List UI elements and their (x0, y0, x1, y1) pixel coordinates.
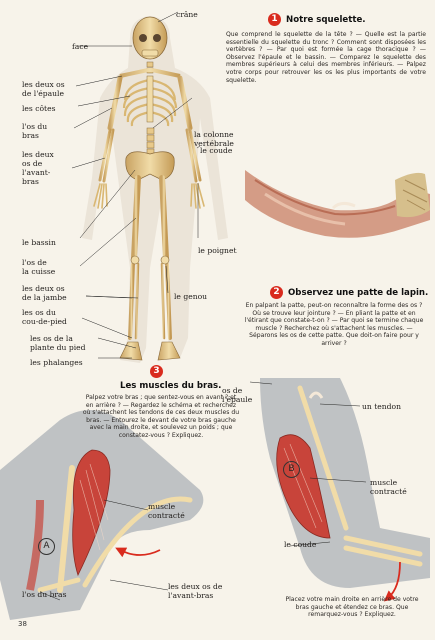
arm-a-illustration (0, 410, 204, 620)
label-coude: le coude (200, 146, 233, 155)
diagram-a-marker: A (38, 538, 55, 555)
label-jambe: les deux os de la jambe (22, 284, 67, 302)
section3-title: Les muscles du bras. (120, 381, 222, 391)
label-tendon-b: un tendon (362, 402, 401, 411)
section1-title: Notre squelette. (286, 15, 366, 25)
arm-b-illustration (250, 378, 430, 602)
label-os-du-bras-a: l'os du bras (22, 590, 67, 599)
section3b-text: Placez votre main droite en arrière de v… (285, 596, 419, 619)
label-poignet: le poignet (198, 246, 237, 255)
label-coude-b: le coude (284, 540, 317, 549)
label-epaule: les deux os de l'épaule (22, 80, 65, 98)
label-plante: les os de la plante du pied (30, 334, 86, 352)
label-crane: crâne (176, 10, 198, 19)
section2-number: 2 (270, 286, 283, 299)
label-cou-de-pied: les os du cou-de-pied (22, 308, 67, 326)
label-cotes: les côtes (22, 104, 56, 113)
section1-number: 1 (268, 13, 281, 26)
section2-title: Observez une patte de lapin. (288, 288, 429, 298)
label-face: face (72, 42, 89, 51)
label-bassin: le bassin (22, 238, 56, 247)
section3-text: Palpez votre bras ; que sentez-vous en a… (82, 394, 240, 439)
section2-text: En palpant la patte, peut-on reconnaître… (244, 302, 424, 347)
label-os-epaule-b: os de l'épaule (222, 386, 253, 404)
section1-text: Que comprend le squelette de la tête ? —… (226, 31, 426, 84)
label-avant-bras-a: les deux os de l'avant-bras (168, 582, 223, 600)
label-os-bras: l'os du bras (22, 122, 48, 140)
section3-number: 3 (150, 365, 163, 378)
label-cuisse: l'os de la cuisse (22, 258, 56, 276)
label-muscle-contracte-a: muscle contracté (148, 502, 185, 520)
label-genou: le genou (174, 292, 208, 301)
page-number: 38 (18, 620, 27, 628)
label-colonne: la colonne vertébrale (194, 130, 234, 148)
label-avant-bras: les deux os de l'avant- bras (22, 150, 54, 186)
rabbit-leg-illustration (245, 170, 430, 238)
label-phalanges: les phalanges (30, 358, 83, 367)
label-muscle-contracte-b: muscle contracté (370, 478, 407, 496)
skeleton-illustration (71, 11, 228, 363)
diagram-b-marker: B (283, 461, 300, 478)
